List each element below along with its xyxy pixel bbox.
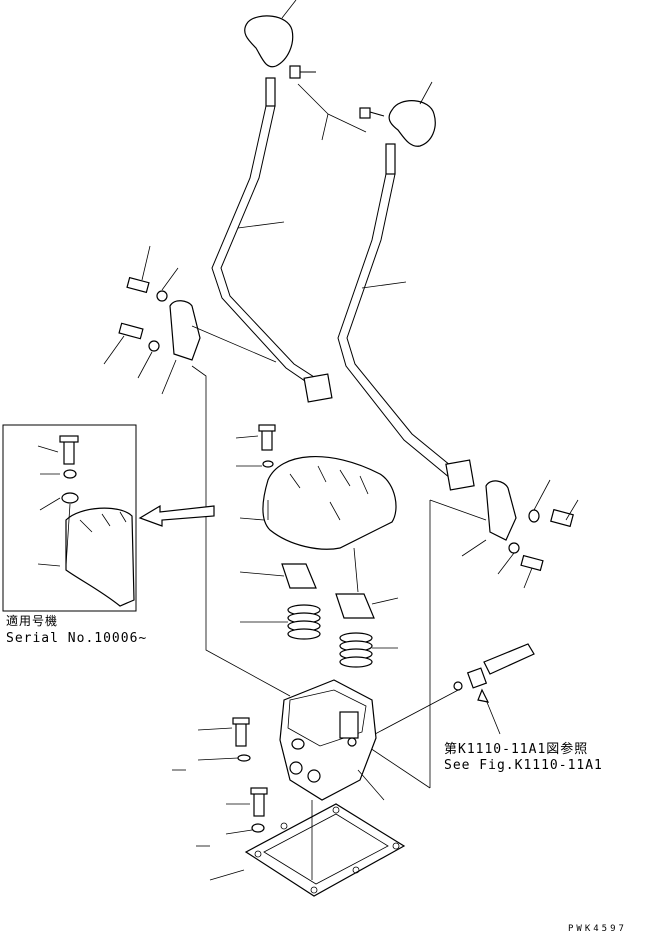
left-bolt-small: [289, 65, 367, 141]
left-lever-knob: [244, 0, 297, 68]
cover-assembly: [235, 424, 399, 619]
gasket-plate: [209, 800, 406, 897]
bottom-bolts: [172, 717, 268, 847]
left-bracket: [103, 245, 277, 395]
left-lever-rod: [211, 77, 333, 403]
right-lever-knob: [359, 81, 436, 147]
right-lever-rod: [337, 143, 475, 491]
inset-box: [2, 424, 137, 612]
figure-reference-en: See Fig.K1110-11A1: [444, 758, 603, 773]
serial-number-label: Serial No.10006~: [6, 631, 148, 646]
figure-reference-jp: 第K1110-11A1図参照: [444, 742, 589, 757]
serial-label-jp: 適用号機: [6, 614, 59, 628]
pointer-arrow: [138, 504, 215, 527]
drawing-code: PWK4597: [568, 924, 627, 934]
springs: [240, 604, 398, 668]
valve-body: [279, 679, 385, 801]
fitting: [453, 643, 535, 735]
right-bracket: [429, 479, 579, 589]
